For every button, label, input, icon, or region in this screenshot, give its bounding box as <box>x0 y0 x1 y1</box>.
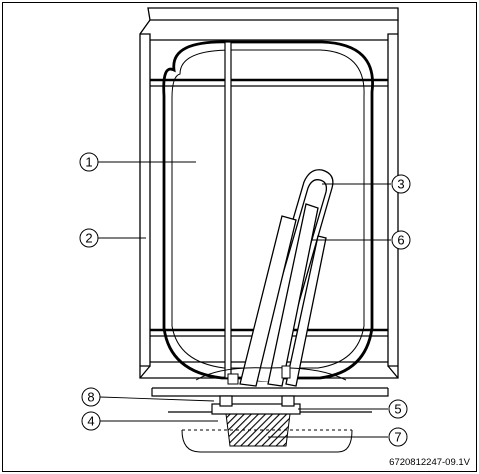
svg-text:4: 4 <box>87 414 94 429</box>
callout-2: 2 <box>79 228 99 248</box>
flange-bolt-right <box>281 395 295 407</box>
svg-text:7: 7 <box>394 430 401 445</box>
svg-text:6: 6 <box>397 233 404 248</box>
flange-bolt-left <box>219 395 233 407</box>
anode-rod <box>224 41 232 379</box>
callout-1: 1 <box>79 152 99 172</box>
leader-lines <box>98 161 391 438</box>
flange-cover <box>181 413 353 453</box>
flange <box>211 395 301 415</box>
figure-reference: 6720812247-09.1V <box>389 457 470 468</box>
callout-7: 7 <box>388 427 408 447</box>
svg-text:3: 3 <box>397 177 404 192</box>
callout-5: 5 <box>388 399 408 419</box>
callout-6: 6 <box>391 230 411 250</box>
callout-4: 4 <box>81 411 101 431</box>
tank-bottom <box>195 365 347 385</box>
callout-3: 3 <box>391 174 411 194</box>
callout-8: 8 <box>81 387 101 407</box>
heating-element <box>239 169 334 387</box>
svg-text:2: 2 <box>85 231 92 246</box>
svg-text:5: 5 <box>394 402 401 417</box>
svg-text:1: 1 <box>85 155 92 170</box>
svg-text:8: 8 <box>87 390 94 405</box>
